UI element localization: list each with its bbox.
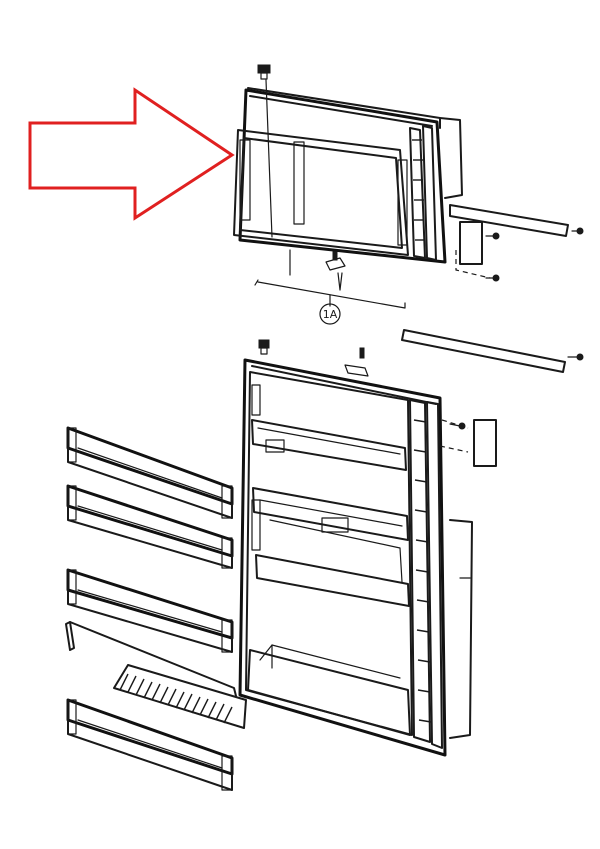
retaining-bar: [65, 621, 237, 697]
bottle-divider-comb: [113, 664, 247, 729]
top-side-strip: [449, 204, 584, 237]
hinge-pin-top: [257, 64, 271, 80]
door-shelf-lower: [255, 519, 410, 607]
door-rack-2: [66, 484, 234, 569]
fridge-door-assembly: [238, 329, 584, 757]
door-rack-3: [66, 568, 234, 653]
top-hinge-bracket: [455, 221, 500, 282]
freezer-door-assembly: 1A: [233, 64, 584, 325]
door-shelf-bottom: [247, 644, 411, 736]
screw-icon: [571, 227, 584, 235]
hinge-bracket-bottom: [325, 251, 346, 291]
callout-label: 1A: [323, 308, 338, 321]
door-shelf-top: [251, 419, 407, 471]
highlight-arrow: [28, 87, 235, 221]
screw-icon: [567, 353, 584, 361]
middle-side-strip: [401, 329, 584, 373]
door-stop-clip: [344, 347, 369, 377]
screw-icon: [449, 422, 466, 430]
door-shelf-middle: [252, 487, 409, 541]
callout-1a: 1A: [319, 294, 341, 325]
screw-icon: [485, 232, 500, 240]
screw-icon: [485, 274, 500, 282]
door-rack-4: [66, 698, 234, 791]
door-rack-1: [66, 426, 234, 519]
main-hinge-bracket: [439, 419, 497, 467]
hinge-pin-main: [258, 339, 270, 355]
